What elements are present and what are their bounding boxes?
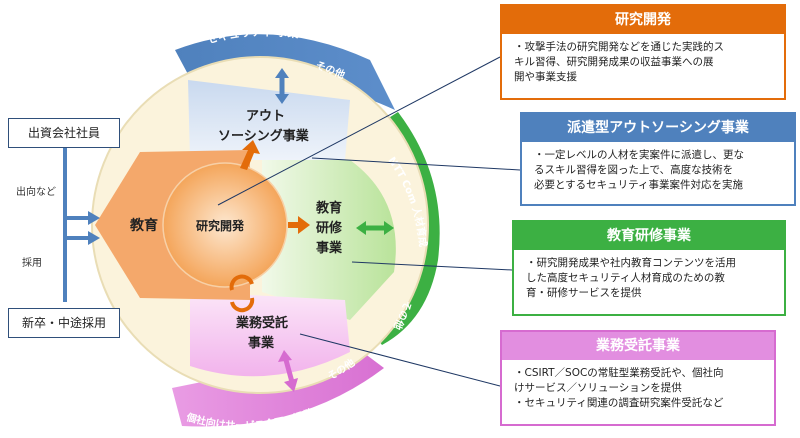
ntt-outer-band xyxy=(368,112,440,345)
employee-label: 出資会社社員 xyxy=(27,126,100,140)
consign-box-line-3: ・セキュリティ関連の調査研究案件受託など xyxy=(514,397,724,409)
training-box: 教育研修事業 ・研究開発成果や社内教育コンテンツを活用 した高度セキュリティ人材… xyxy=(512,220,786,316)
consign-box-title: 業務受託事業 xyxy=(502,332,774,360)
newgrad-label: 新卒・中途採用 xyxy=(21,316,106,330)
double-arrow-ntt xyxy=(356,221,394,235)
outsourcing-label-1: アウト xyxy=(246,109,285,124)
flow-arrow-head-1 xyxy=(88,211,100,225)
cycle-icon xyxy=(229,274,255,313)
consign-box-line-1: ・CSIRT／SOCの常駐型業務受託や、個社向 xyxy=(514,367,724,379)
connector-outsourcing xyxy=(311,157,521,171)
arrow-to-training xyxy=(288,216,310,234)
newgrad-box: 新卒・中途採用 xyxy=(8,308,120,338)
connector-consign xyxy=(299,333,501,387)
consign-label-2: 事業 xyxy=(248,335,275,351)
rnd-box-line-3: 開や事業支援 xyxy=(514,71,577,83)
training-box-line-1: ・研究開発成果や社内教育コンテンツを活用 xyxy=(526,257,736,269)
rnd-core xyxy=(162,162,288,288)
outsourcing-box-title: 派遣型アウトソーシング事業 xyxy=(522,114,794,142)
training-box-line-3: 育・研修サービスを提供 xyxy=(526,287,642,299)
rnd-box: 研究開発 ・攻撃手法の研究開発などを通じた実践的ス キル習得、研究開発成果の収益… xyxy=(500,4,786,100)
outsourcing-box-line-2: るスキル習得を図った上で、高度な技術を xyxy=(534,164,734,176)
training-quadrant xyxy=(262,160,396,320)
consign-box: 業務受託事業 ・CSIRT／SOCの常駐型業務受託や、個社向 けサービス／ソリュ… xyxy=(500,330,776,426)
outsourcing-box-line-3: 必要とするセキュリティ事業案件対応を実施 xyxy=(534,179,744,191)
connector-training xyxy=(351,261,513,271)
training-label-1: 教育 xyxy=(315,200,342,216)
consign-box-line-2: けサービス／ソリューションを提供 xyxy=(514,382,682,394)
rnd-box-line-1: ・攻撃手法の研究開発などを通じた実践的ス xyxy=(514,41,724,53)
consign-quadrant xyxy=(190,292,350,377)
left-flow xyxy=(63,147,90,302)
rnd-box-title: 研究開発 xyxy=(502,6,784,34)
outsourcing-box: 派遣型アウトソーシング事業 ・一定レベルの人材を実案件に派遣し、更な るスキル習… xyxy=(520,112,796,206)
employee-box: 出資会社社員 xyxy=(8,118,120,148)
double-arrow-individual xyxy=(278,350,298,392)
training-label-3: 事業 xyxy=(316,240,343,256)
training-box-title: 教育研修事業 xyxy=(514,222,784,250)
dispatch-label: 出向など xyxy=(16,187,56,198)
double-arrow-security xyxy=(275,68,289,104)
training-label-2: 研修 xyxy=(316,220,343,236)
flow-arrow-head-2 xyxy=(88,231,100,245)
consign-label-1: 業務受託 xyxy=(235,315,288,331)
connector-rnd xyxy=(217,56,501,206)
outsourcing-quadrant xyxy=(188,80,350,160)
arrow-to-outsourcing xyxy=(240,140,260,170)
education-label: 教育 xyxy=(130,217,158,234)
rnd-label: 研究開発 xyxy=(196,218,245,233)
hire-label: 採用 xyxy=(22,258,42,269)
training-box-line-2: した高度セキュリティ人材育成のための教 xyxy=(526,272,725,284)
outsourcing-box-line-1: ・一定レベルの人材を実案件に派遣し、更な xyxy=(534,149,744,161)
outsourcing-label-2: ソーシング事業 xyxy=(218,128,310,144)
rnd-box-line-2: キル習得、研究開発成果の収益事業への展 xyxy=(514,56,714,68)
